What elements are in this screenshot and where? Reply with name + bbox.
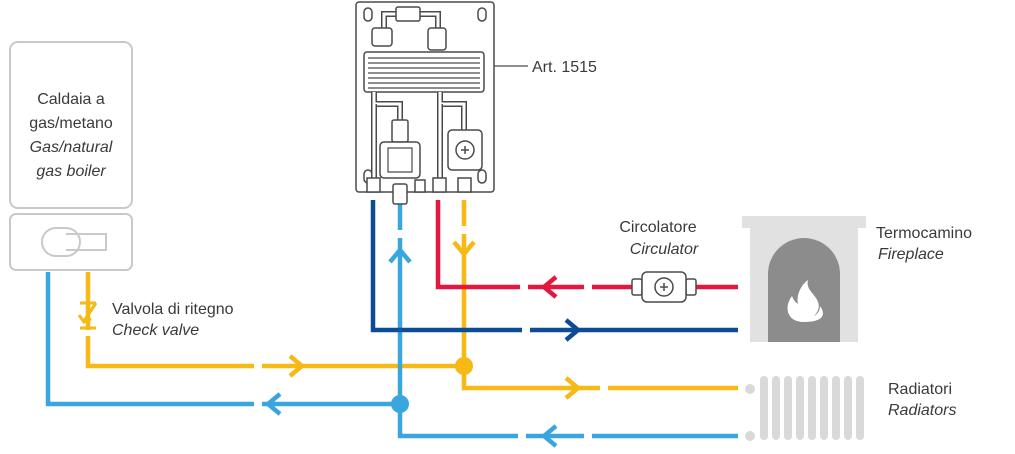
boiler-label-en-2: gas boiler — [36, 163, 106, 180]
fireplace-label-it: Termocamino — [876, 225, 972, 242]
article-label: Art. 1515 — [532, 59, 597, 76]
installation-unit — [355, 1, 495, 205]
arrow-yellow-right-radiators — [564, 376, 582, 400]
radiators-label-en: Radiators — [888, 402, 956, 419]
circulator-pump-icon — [631, 271, 697, 303]
radiators-label-it: Radiatori — [888, 381, 952, 398]
fireplace — [742, 216, 866, 342]
boiler-label-en-1: Gas/natural — [30, 139, 113, 156]
gas-boiler — [9, 41, 133, 271]
boiler-burner-icon — [41, 227, 107, 257]
lightblue-pipe-boiler — [45, 272, 400, 407]
arrow-lightblue-up-unit — [388, 246, 412, 264]
check-valve-label-en: Check valve — [112, 322, 199, 339]
arrow-yellow-right-boiler — [288, 354, 306, 378]
arrow-red-left — [540, 275, 558, 299]
lightblue-pipe-radiators — [397, 200, 738, 439]
darkblue-pipe-fireplace — [370, 200, 738, 333]
junction-yellow — [455, 357, 473, 375]
yellow-pipe-radiators — [461, 200, 738, 391]
pipe-gaps — [254, 226, 608, 440]
radiators — [745, 376, 864, 441]
arrow-lightblue-left-boiler — [264, 392, 282, 416]
check-valve-icon — [77, 301, 98, 330]
flame-icon — [787, 280, 823, 322]
fireplace-label-en: Fireplace — [878, 246, 944, 263]
flow-arrows — [264, 240, 582, 448]
boiler-label-it-1: Caldaia a — [37, 91, 105, 108]
circulator-label-en: Circulator — [630, 241, 699, 258]
boiler-label-it-2: gas/metano — [29, 115, 113, 132]
arrow-lightblue-left-radiators — [540, 424, 558, 448]
check-valve-label-it: Valvola di ritegno — [112, 301, 234, 318]
junction-lightblue — [391, 395, 409, 413]
circulator-label-it: Circolatore — [619, 219, 696, 236]
arrow-yellow-down-unit — [452, 240, 476, 258]
yellow-pipe-boiler — [85, 272, 464, 369]
arrow-darkblue-right — [564, 318, 582, 342]
